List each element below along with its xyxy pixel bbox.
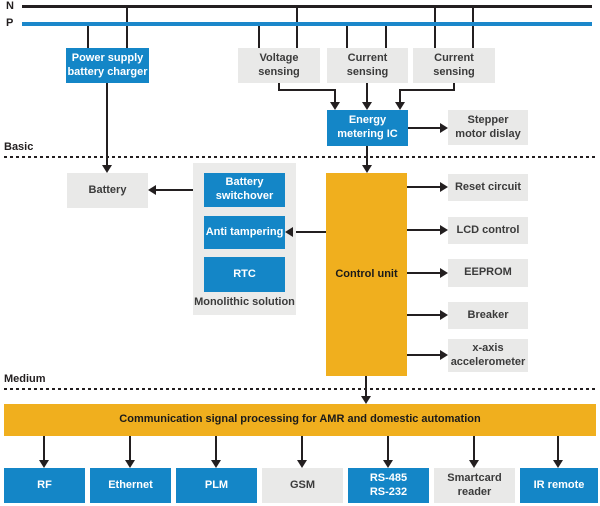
wire-bar-to-gsm [301, 436, 303, 461]
wire-control-to-reset [407, 186, 441, 188]
gsm-block: GSM [262, 468, 343, 503]
arrowhead-current1-to-emi [362, 102, 372, 110]
reset-circuit-block: Reset circuit [448, 174, 528, 201]
rtc-block: RTC [204, 257, 285, 292]
current-sensing-block-2: Current sensing [413, 48, 495, 83]
wire-control-to-lcd [407, 229, 441, 231]
wire-bar-to-rf [43, 436, 45, 461]
power-supply-block: Power supply battery charger [66, 48, 149, 83]
eeprom-block: EEPROM [448, 259, 528, 287]
n-rail-label: N [6, 0, 14, 12]
arrowhead-bar-to-plm [211, 460, 221, 468]
battery-switchover-block: Battery switchover [204, 173, 285, 207]
battery-block: Battery [67, 173, 148, 208]
wire-bar-to-ir [557, 436, 559, 461]
monolithic-solution-caption: Monolithic solution [194, 296, 295, 308]
anti-tampering-block: Anti tampering [204, 216, 285, 249]
wire-emi-to-stepper [408, 127, 441, 129]
wire-bar-to-rs [387, 436, 389, 461]
section-label-medium: Medium [4, 373, 46, 385]
wire-bar-to-plm [215, 436, 217, 461]
wire-p-to-power-supply [87, 24, 89, 48]
wire-n-to-current-sensing-2a [434, 7, 436, 48]
stepper-motor-display-block: Stepper motor dislay [448, 110, 528, 145]
arrowhead-bar-to-ir [553, 460, 563, 468]
ethernet-block: Ethernet [90, 468, 171, 503]
control-unit-block: Control unit [326, 173, 407, 376]
arrowhead-bar-to-gsm [297, 460, 307, 468]
arrowhead-control-to-comm-bar [361, 396, 371, 404]
arrowhead-emi-to-stepper [440, 123, 448, 133]
wire-current2-elbow-v1 [453, 83, 455, 91]
wire-current1-to-emi [366, 83, 368, 103]
arrowhead-bar-to-ethernet [125, 460, 135, 468]
basic-divider [4, 156, 596, 158]
arrowhead-voltage-to-emi [330, 102, 340, 110]
wire-n-to-current-sensing-2b [472, 7, 474, 48]
wire-p-to-current-sensing-1a [346, 24, 348, 48]
wire-voltage-elbow-h [278, 89, 336, 91]
wire-control-to-comm-bar [365, 376, 367, 397]
breaker-block: Breaker [448, 302, 528, 329]
wire-switchover-to-battery [155, 189, 204, 191]
wire-power-supply-to-battery [106, 83, 108, 166]
arrowhead-control-to-reset [440, 182, 448, 192]
arrowhead-bar-to-smartcard [469, 460, 479, 468]
energy-metering-ic-block: Energy metering IC [327, 110, 408, 146]
arrowhead-control-to-breaker [440, 310, 448, 320]
medium-divider [4, 388, 596, 390]
arrowhead-switchover-to-battery [148, 185, 156, 195]
p-rail [22, 22, 592, 26]
wire-voltage-elbow-v1 [278, 83, 280, 91]
wire-current2-elbow-h [399, 89, 455, 91]
arrowhead-emi-to-control-unit [362, 165, 372, 173]
arrowhead-current2-to-emi [395, 102, 405, 110]
lcd-control-block: LCD control [448, 217, 528, 244]
arrowhead-control-to-anti-tampering [285, 227, 293, 237]
wire-control-to-breaker [407, 314, 441, 316]
wire-n-to-power-supply [126, 7, 128, 48]
accelerometer-block: x-axis accelerometer [448, 339, 528, 372]
wire-p-to-voltage-sensing [258, 24, 260, 48]
n-rail [22, 5, 592, 8]
rf-block: RF [4, 468, 85, 503]
section-label-basic: Basic [4, 141, 34, 153]
current-sensing-block-1: Current sensing [327, 48, 408, 83]
rs485-rs232-block: RS-485 RS-232 [348, 468, 429, 503]
wire-p-to-current-sensing-1b [385, 24, 387, 48]
wire-current2-elbow-v2 [399, 89, 401, 103]
wire-bar-to-ethernet [129, 436, 131, 461]
smartcard-reader-block: Smartcard reader [434, 468, 515, 503]
arrowhead-control-to-eeprom [440, 268, 448, 278]
wire-n-to-voltage-sensing [296, 7, 298, 48]
voltage-sensing-block: Voltage sensing [238, 48, 320, 83]
p-rail-label: P [6, 17, 14, 29]
wire-control-to-anti-tampering [292, 231, 326, 233]
wire-control-to-accelerometer [407, 354, 441, 356]
plm-block: PLM [176, 468, 257, 503]
arrowhead-bar-to-rs [383, 460, 393, 468]
wire-bar-to-smartcard [473, 436, 475, 461]
communication-bar: Communication signal processing for AMR … [4, 404, 596, 436]
arrowhead-control-to-accelerometer [440, 350, 448, 360]
arrowhead-power-supply-to-battery [102, 165, 112, 173]
wire-voltage-elbow-v2 [334, 89, 336, 103]
wire-control-to-eeprom [407, 272, 441, 274]
ir-remote-block: IR remote [520, 468, 598, 503]
arrowhead-control-to-lcd [440, 225, 448, 235]
arrowhead-bar-to-rf [39, 460, 49, 468]
